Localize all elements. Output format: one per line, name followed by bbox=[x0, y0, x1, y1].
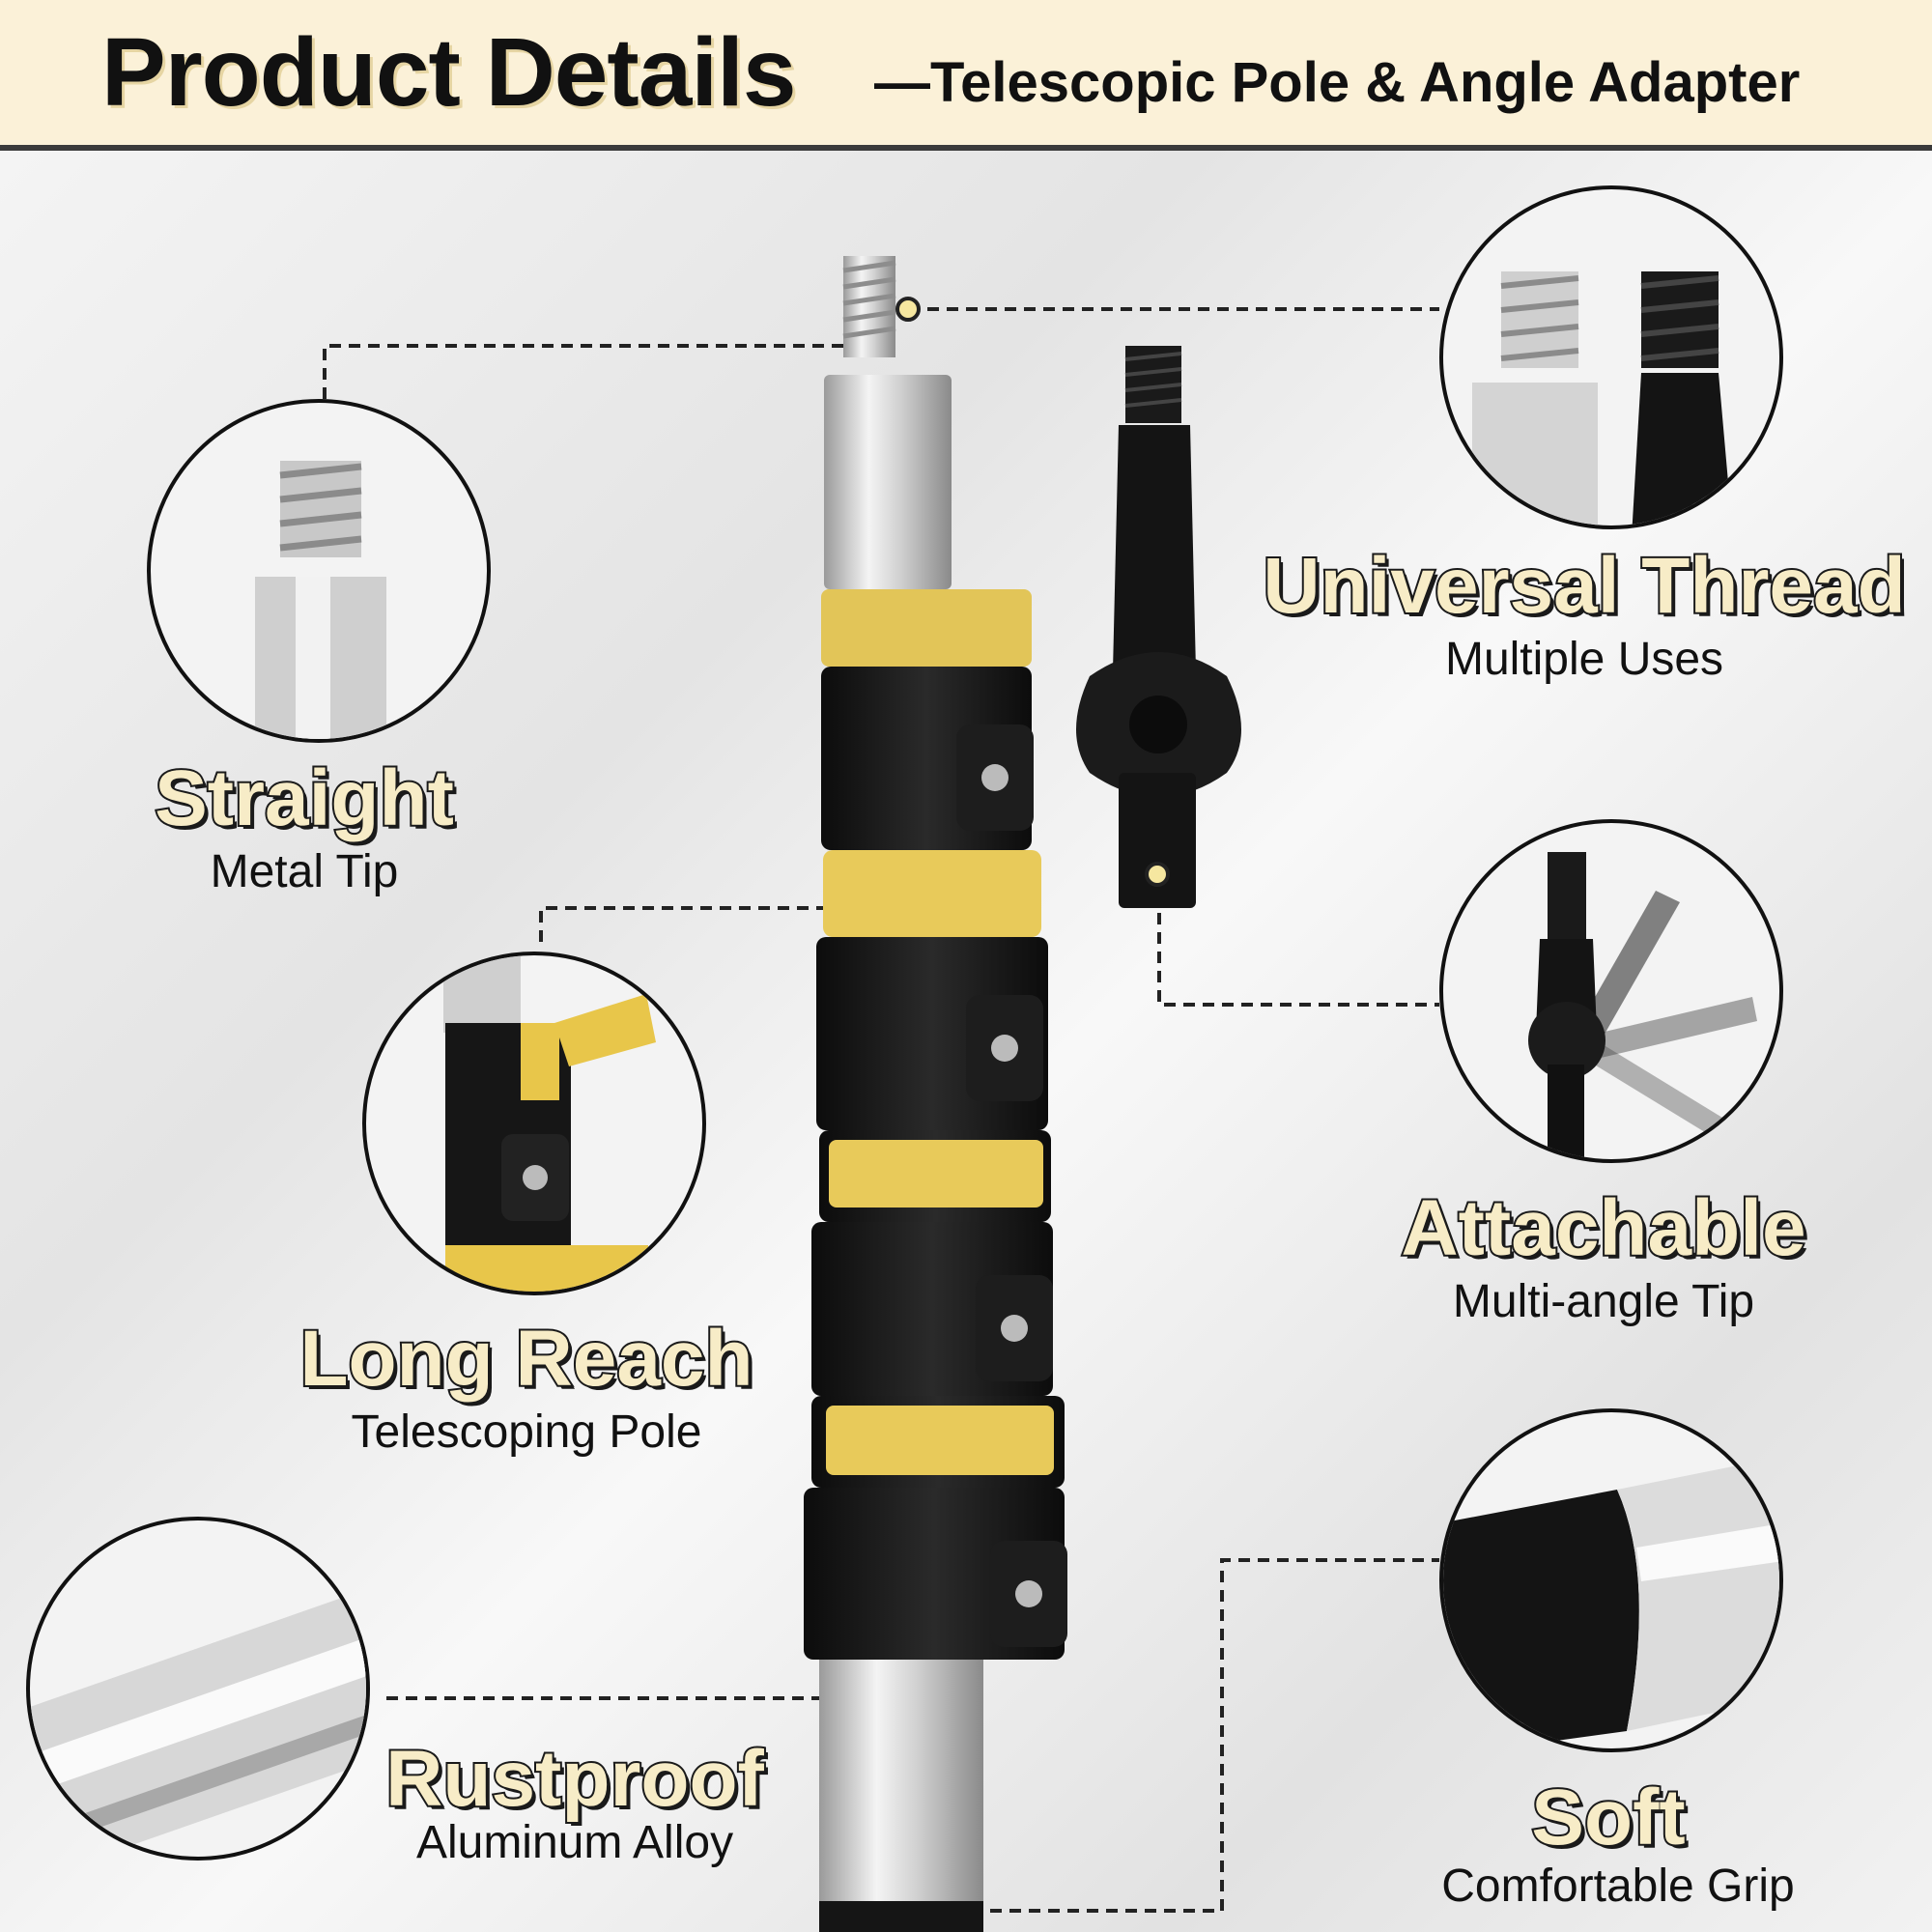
page-title: Product Details bbox=[101, 18, 796, 127]
feature-long-reach-subtitle: Telescoping Pole bbox=[351, 1406, 702, 1458]
feature-rustproof-subtitle: Aluminum Alloy bbox=[415, 1817, 734, 1868]
aluminum-tube-icon bbox=[30, 1589, 366, 1857]
pole-thread-tip bbox=[824, 256, 952, 589]
lock-clamp-icon bbox=[443, 955, 656, 1292]
page-subtitle: —Telescopic Pole & Angle Adapter bbox=[874, 51, 1801, 114]
straight-tip-detail-circle bbox=[147, 399, 491, 743]
rustproof-detail-circle bbox=[26, 1517, 370, 1861]
feature-universal-subtitle: Multiple Uses bbox=[1444, 634, 1724, 685]
feature-attachable-subtitle: Multi-angle Tip bbox=[1452, 1276, 1755, 1327]
thread-comparison-icon bbox=[1472, 271, 1732, 526]
universal-thread-detail-circle bbox=[1439, 185, 1783, 529]
foam-grip-icon bbox=[1443, 1457, 1779, 1748]
multi-angle-tip-icon bbox=[1528, 852, 1762, 1159]
feature-universal-title: Universal Thread bbox=[1261, 540, 1907, 632]
long-reach-detail-circle bbox=[362, 952, 706, 1295]
feature-soft-subtitle: Comfortable Grip bbox=[1441, 1861, 1795, 1912]
feature-attachable-title: Attachable bbox=[1399, 1182, 1807, 1274]
header-banner: Product Details —Telescopic Pole & Angle… bbox=[0, 0, 1932, 145]
metal-tip-icon bbox=[255, 461, 386, 739]
feature-rustproof-title: Rustproof bbox=[384, 1733, 766, 1825]
attachable-detail-circle bbox=[1439, 819, 1783, 1163]
soft-grip-detail-circle bbox=[1439, 1408, 1783, 1752]
feature-straight-title: Straight bbox=[153, 753, 456, 844]
feature-straight-subtitle: Metal Tip bbox=[210, 846, 399, 897]
feature-soft-title: Soft bbox=[1529, 1772, 1687, 1863]
feature-long-reach-title: Long Reach bbox=[298, 1313, 754, 1405]
